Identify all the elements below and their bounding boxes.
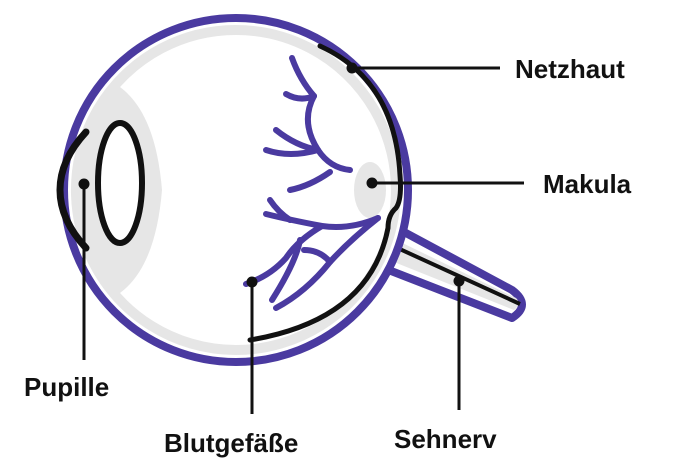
label-pupil: Pupille: [24, 372, 109, 402]
label-blood-vessels: Blutgefäße: [164, 428, 298, 458]
lens: [98, 123, 142, 243]
label-macula: Makula: [543, 169, 632, 199]
label-optic-nerve: Sehnerv: [394, 424, 497, 454]
label-retina: Netzhaut: [515, 54, 625, 84]
macula-spot: [354, 162, 386, 218]
